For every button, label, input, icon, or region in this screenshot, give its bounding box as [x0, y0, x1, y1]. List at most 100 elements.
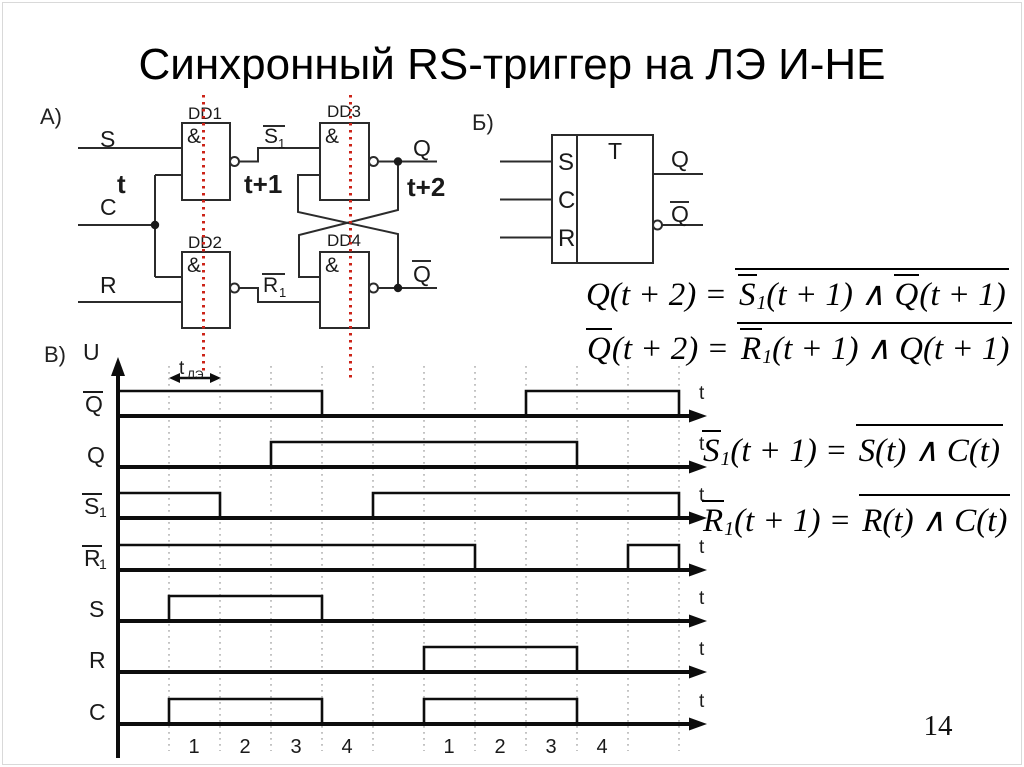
trigger-input-c: C	[558, 187, 575, 214]
time-axis-arrow	[689, 409, 707, 423]
subscript: 1	[762, 345, 773, 368]
signal-label: S	[84, 493, 99, 519]
tick-number: 3	[290, 736, 301, 758]
overline-group: R(t) ∧ C(t)	[859, 494, 1011, 540]
formula-token: (t + 2) =	[609, 277, 736, 313]
overline-group: S1(t + 1) ∧ Q(t + 1)	[735, 268, 1009, 315]
trigger-input-r: R	[558, 225, 575, 252]
signal-s1-label: S	[264, 125, 278, 148]
trigger-input-s: S	[558, 149, 574, 176]
overline-group: S(t) ∧ C(t)	[855, 424, 1004, 470]
gate-dd4-name: DD4	[327, 231, 361, 250]
waveform	[118, 645, 694, 674]
time-axis-label: t	[699, 485, 705, 506]
time-axis-arrow	[689, 614, 707, 628]
overbar-token: S	[702, 430, 721, 470]
delay-mark-label: t	[179, 358, 185, 379]
signal-r1-subscript: 1	[279, 285, 286, 300]
formula-token: (t + 1) =	[730, 433, 856, 469]
subscript: 1	[724, 517, 735, 540]
formula-token: R(t) ∧ C(t)	[862, 503, 1008, 539]
trigger-out-qbar: Q	[671, 201, 689, 227]
waveform	[118, 594, 694, 623]
overbar-token: R	[702, 500, 725, 540]
formula-token: S1	[738, 274, 766, 314]
trigger-input-wires	[500, 160, 552, 239]
formula-qbar-t2: Q(t + 2) = R1(t + 1) ∧ Q(t + 1)	[586, 322, 1013, 369]
trigger-out-q: Q	[671, 146, 689, 172]
wire-r1	[239, 287, 320, 303]
circuit-a-labels: S C R DD1 DD2 DD3 DD4 & & & & S 1 R 1 Q …	[100, 102, 431, 300]
dd3-inverter-bubble	[368, 156, 379, 167]
mark-t-label: t	[117, 169, 126, 199]
overbar-token: S	[738, 274, 757, 314]
section-label-a: А)	[40, 104, 62, 129]
signal-r1-label: R	[263, 274, 278, 297]
page-number: 14	[923, 710, 953, 742]
time-axis-label: t	[699, 639, 705, 660]
overbar-token: Q	[893, 274, 920, 314]
trigger-type-label: T	[608, 138, 622, 164]
time-axis-arrow	[689, 717, 707, 731]
time-axis-label: t	[699, 434, 705, 455]
subscript: 1	[720, 447, 731, 470]
tick-number: 3	[545, 736, 556, 758]
output-q-label: Q	[413, 135, 431, 161]
formula-token: (t + 2) =	[611, 331, 738, 367]
waveform	[118, 389, 681, 418]
time-axis-arrow	[689, 665, 707, 679]
time-axis-label: t	[699, 537, 705, 558]
signal-label-subscript: 1	[99, 504, 107, 520]
gate-dd3-name: DD3	[327, 102, 361, 121]
gate-dd1-and-symbol: &	[187, 125, 201, 148]
page-title: Синхронный RS-триггер на ЛЭ И-НЕ	[138, 40, 886, 89]
wire-qbar-feedback	[297, 174, 399, 288]
waveform	[118, 440, 694, 469]
dd1-inverter-bubble	[229, 156, 240, 167]
wire-q-feedback	[298, 161, 399, 278]
time-axis-arrow	[689, 511, 707, 525]
formula-r1-t1: R1(t + 1) = R(t) ∧ C(t)	[702, 494, 1011, 541]
circuit-b-labels: S C R T Q Q	[558, 138, 689, 252]
delay-mark-subscript: ЛЭ	[187, 368, 204, 382]
gate-dd3-and-symbol: &	[325, 125, 339, 148]
tick-number: 2	[239, 736, 250, 758]
time-axis-arrow	[689, 563, 707, 577]
input-r-label: R	[100, 272, 117, 298]
formula-s1-t1: S1(t + 1) = S(t) ∧ C(t)	[702, 424, 1004, 471]
signal-label: Q	[87, 442, 105, 468]
tick-number: 4	[596, 736, 607, 758]
tick-number: 1	[188, 736, 199, 758]
gate-dd2-name: DD2	[188, 233, 222, 252]
signal-label: Q	[85, 391, 103, 417]
signal-label: C	[89, 699, 106, 725]
formula-token: Q	[586, 328, 612, 367]
formula-token: S1	[702, 430, 731, 470]
junction-q	[393, 157, 403, 166]
gate-dd4-and-symbol: &	[325, 254, 339, 277]
formula-token: (t + 1) =	[734, 503, 860, 539]
mark-t1-label: t+1	[244, 169, 282, 199]
formula-token: (t + 1) ∧	[766, 277, 894, 313]
signal-s1-subscript: 1	[278, 136, 285, 151]
dd4-inverter-bubble	[368, 282, 379, 294]
overline-group: R1(t + 1) ∧ Q(t + 1)	[737, 322, 1013, 369]
formula-token: (t + 1) ∧ Q(t + 1)	[772, 331, 1010, 367]
junction-c	[150, 220, 160, 230]
gate-dd2-and-symbol: &	[187, 254, 201, 277]
delay-arrow-right	[210, 373, 221, 383]
signal-label-subscript: 1	[99, 556, 107, 572]
signal-label: R	[89, 647, 106, 673]
input-s-label: S	[100, 126, 115, 152]
tick-number: 1	[443, 736, 454, 758]
tick-number: 4	[341, 736, 352, 758]
time-axis-label: t	[699, 691, 705, 712]
u-axis-arrow	[111, 357, 125, 376]
dd2-inverter-bubble	[229, 282, 240, 294]
formula-token: Q	[893, 274, 920, 314]
formula-token: S(t) ∧ C(t)	[858, 433, 1001, 469]
u-axis-label: U	[83, 339, 100, 365]
tick-number: 2	[494, 736, 505, 758]
